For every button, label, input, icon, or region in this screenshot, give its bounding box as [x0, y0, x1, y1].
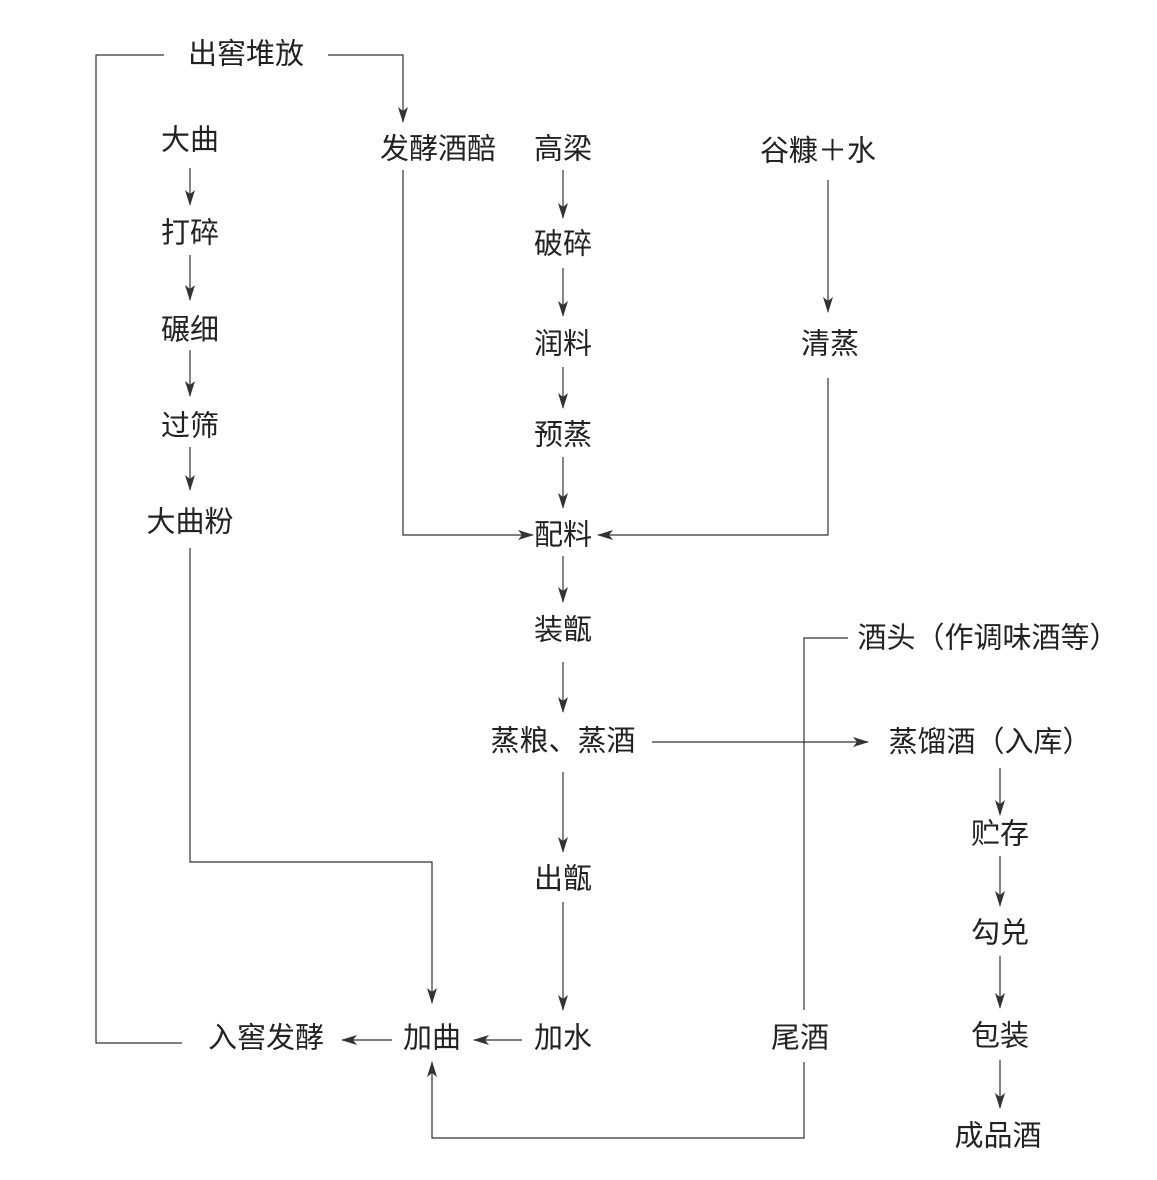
node-gaoliang: 高梁 — [533, 131, 593, 166]
node-chengpinjiu: 成品酒 — [954, 1118, 1042, 1153]
node-daqufen: 大曲粉 — [146, 504, 234, 539]
node-jiutou: 酒头（作调味酒等） — [857, 620, 1119, 655]
edge-duifang-to-jiupei — [328, 54, 408, 123]
node-zhuangzeng: 装甑 — [533, 612, 593, 647]
node-peiliao: 配料 — [533, 517, 593, 552]
node-fajiao-jiupei: 发酵酒醅 — [379, 131, 497, 166]
node-qingzheng: 清蒸 — [800, 326, 860, 361]
node-niansi: 碾细 — [160, 312, 220, 347]
node-zhengliang-zhengjiu: 蒸粮、蒸酒 — [490, 723, 636, 758]
node-zhengliujiu: 蒸馏酒（入库） — [888, 724, 1092, 759]
node-baozhuang: 包装 — [970, 1018, 1030, 1053]
node-posui: 破碎 — [533, 226, 593, 261]
node-jiaqu: 加曲 — [402, 1020, 462, 1055]
node-chujiao-duifang: 出窖堆放 — [187, 36, 305, 71]
edge-jiutou-to-weijiu — [803, 637, 848, 1010]
node-goudui: 勾兑 — [970, 915, 1030, 950]
node-daqu: 大曲 — [160, 122, 220, 157]
node-weijiu: 尾酒 — [770, 1020, 830, 1055]
node-dasui: 打碎 — [160, 215, 220, 250]
node-guoshai: 过筛 — [160, 408, 220, 443]
edge-weijiu-to-jiaqu — [427, 1061, 805, 1139]
node-yuzheng: 预蒸 — [533, 417, 593, 452]
edge-rujiao-to-duifang — [95, 54, 182, 1044]
node-chuzeng: 出甑 — [533, 861, 593, 896]
node-gukang-shui: 谷糠＋水 — [759, 133, 877, 168]
node-zhucun: 贮存 — [970, 816, 1030, 851]
node-runliao: 润料 — [533, 326, 593, 361]
edge-jiupei-to-peiliao — [402, 170, 534, 540]
edge-daqufen-to-jiaqu — [189, 548, 437, 1004]
node-rujiao-fajiao: 入窖发酵 — [207, 1020, 325, 1055]
edge-qingzheng-to-peiliao — [597, 378, 829, 540]
node-jiashui: 加水 — [533, 1020, 593, 1055]
